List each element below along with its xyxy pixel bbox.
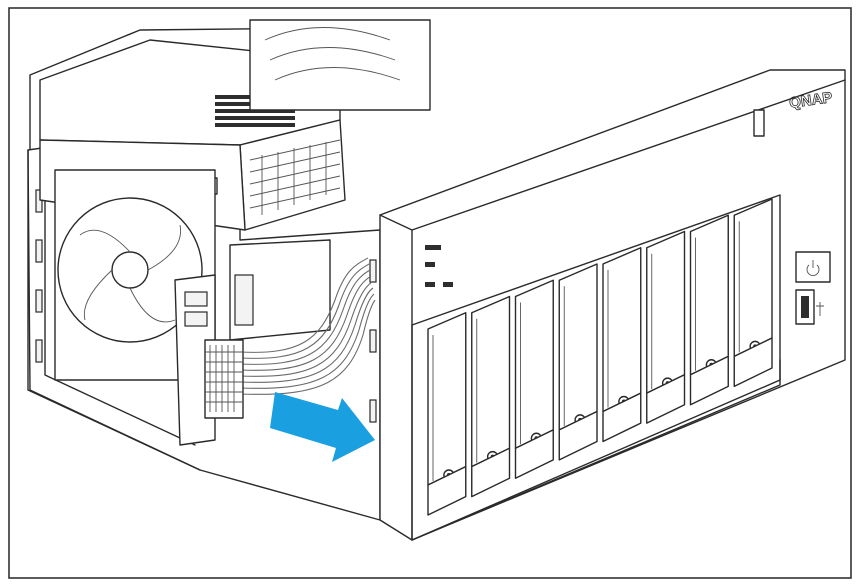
drive-bay-8[interactable] — [733, 198, 773, 388]
power-button-icon[interactable] — [795, 251, 831, 283]
power-connector — [204, 339, 244, 419]
top-fan — [249, 19, 431, 111]
ribbon-cable — [239, 257, 376, 395]
drive-bay-7[interactable] — [689, 214, 729, 406]
bay-handle[interactable] — [427, 465, 467, 516]
drive-bay-1[interactable] — [427, 312, 467, 516]
drive-bays — [427, 198, 773, 516]
drive-bay-2[interactable] — [471, 295, 511, 498]
figure-border — [8, 7, 852, 579]
front-switch — [753, 109, 765, 137]
bay-handle[interactable] — [602, 392, 642, 443]
bay-handle[interactable] — [689, 355, 729, 406]
drive-bay-5[interactable] — [602, 247, 642, 443]
bay-handle[interactable] — [471, 447, 511, 498]
status-leds — [425, 245, 453, 287]
psu-side-grille — [249, 139, 341, 215]
fan-icon — [54, 169, 216, 381]
bay-handle[interactable] — [514, 429, 554, 479]
bay-handle[interactable] — [733, 337, 773, 388]
bay-handle[interactable] — [558, 410, 598, 461]
drive-bay-3[interactable] — [514, 279, 554, 479]
brand-logo: QNAP — [788, 89, 833, 112]
drive-bay-4[interactable] — [558, 263, 598, 461]
chassis-vent-slots — [35, 189, 377, 423]
bay-handle[interactable] — [646, 374, 686, 424]
drive-bay-6[interactable] — [646, 230, 686, 424]
direction-arrow-icon — [270, 392, 375, 462]
usb-port-icon[interactable] — [795, 289, 824, 325]
